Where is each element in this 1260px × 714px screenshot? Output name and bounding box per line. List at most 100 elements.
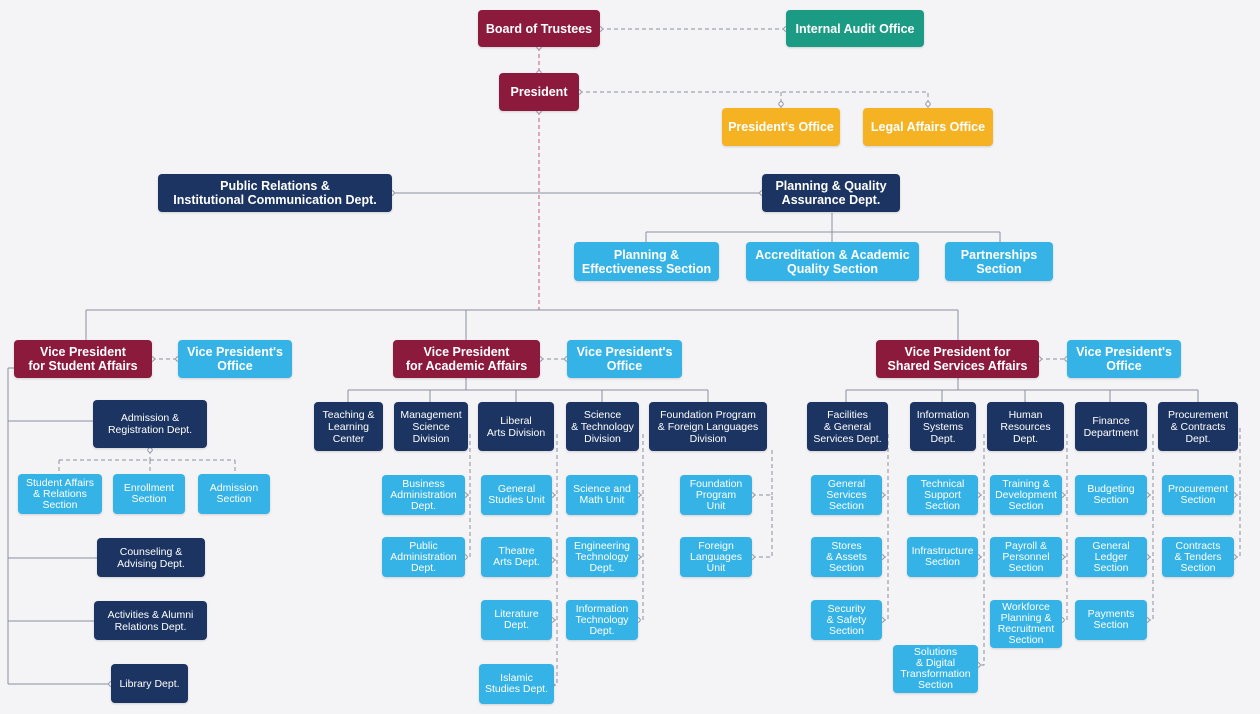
admission-registration-dept-box[interactable]: Admission & Registration Dept.	[93, 400, 207, 448]
information-technology-dept-box[interactable]: Information Technology Dept.	[566, 600, 638, 640]
general-studies-unit-box[interactable]: General Studies Unit	[481, 475, 552, 515]
counseling-advising-dept-box[interactable]: Counseling & Advising Dept.	[97, 538, 205, 577]
vp-student-affairs-box[interactable]: Vice President for Student Affairs	[14, 340, 152, 378]
vp-shared-office-label: Vice President's Office	[1076, 345, 1172, 373]
payroll-personnel-section-label: Payroll & Personnel Section	[1002, 539, 1050, 574]
literature-dept-box[interactable]: Literature Dept.	[481, 600, 552, 640]
business-admin-dept-label: Business Administration Dept.	[390, 477, 457, 512]
budgeting-section-label: Budgeting Section	[1087, 483, 1135, 506]
training-development-section-label: Training & Development Section	[995, 477, 1057, 512]
solutions-digital-section-label: Solutions & Digital Transformation Secti…	[900, 646, 971, 691]
science-technology-division-box[interactable]: Science & Technology Division	[566, 402, 639, 451]
legal-affairs-office-box[interactable]: Legal Affairs Office	[863, 108, 993, 146]
partnerships-section-box[interactable]: Partnerships Section	[945, 242, 1053, 281]
president-label: President	[510, 85, 568, 99]
general-ledger-section-box[interactable]: General Ledger Section	[1075, 537, 1147, 577]
enrollment-section-box[interactable]: Enrollment Section	[113, 474, 185, 514]
vp-student-affairs-label: Vice President for Student Affairs	[28, 345, 138, 373]
information-systems-dept-label: Information Systems Dept.	[916, 408, 970, 445]
library-dept-box[interactable]: Library Dept.	[111, 664, 188, 703]
vp-academic-affairs-box[interactable]: Vice President for Academic Affairs	[393, 340, 540, 378]
islamic-studies-dept-label: Islamic Studies Dept.	[484, 672, 549, 695]
liberal-arts-division-label: Liberal Arts Division	[486, 414, 546, 439]
admission-section-label: Admission Section	[209, 482, 259, 505]
vp-shared-office-box[interactable]: Vice President's Office	[1067, 340, 1181, 378]
planning-effectiveness-section-box[interactable]: Planning & Effectiveness Section	[574, 242, 719, 281]
engineering-technology-dept-box[interactable]: Engineering Technology Dept.	[566, 537, 638, 577]
planning-quality-dept-box[interactable]: Planning & Quality Assurance Dept.	[762, 174, 900, 212]
management-science-division-label: Management Science Division	[400, 408, 462, 445]
foundation-program-unit-box[interactable]: Foundation Program Unit	[680, 475, 752, 515]
information-technology-dept-label: Information Technology Dept.	[575, 602, 629, 637]
business-admin-dept-box[interactable]: Business Administration Dept.	[382, 475, 465, 515]
student-affairs-relations-section-label: Student Affairs & Relations Section	[25, 476, 95, 511]
procurement-section-box[interactable]: Procurement Section	[1162, 475, 1234, 515]
facilities-dept-box[interactable]: Facilities & General Services Dept.	[807, 402, 888, 451]
infrastructure-section-box[interactable]: Infrastructure Section	[907, 537, 978, 577]
science-technology-division-label: Science & Technology Division	[571, 408, 634, 445]
vp-shared-services-label: Vice President for Shared Services Affai…	[887, 345, 1028, 373]
accreditation-section-box[interactable]: Accreditation & Academic Quality Section	[746, 242, 919, 281]
technical-support-section-label: Technical Support Section	[920, 477, 965, 512]
presidents-office-box[interactable]: President's Office	[722, 108, 840, 146]
foreign-languages-unit-label: Foreign Languages Unit	[690, 539, 742, 574]
board-of-trustees-label: Board of Trustees	[485, 21, 593, 36]
vp-student-office-label: Vice President's Office	[187, 345, 283, 373]
activities-alumni-dept-box[interactable]: Activities & Alumni Relations Dept.	[94, 601, 207, 640]
vp-shared-services-box[interactable]: Vice President for Shared Services Affai…	[876, 340, 1039, 378]
vp-student-office-box[interactable]: Vice President's Office	[178, 340, 292, 378]
solutions-digital-section-box[interactable]: Solutions & Digital Transformation Secti…	[893, 645, 978, 693]
internal-audit-office-box[interactable]: Internal Audit Office	[786, 10, 924, 47]
vp-academic-office-box[interactable]: Vice President's Office	[567, 340, 682, 378]
accreditation-section-label: Accreditation & Academic Quality Section	[755, 247, 910, 276]
finance-department-box[interactable]: Finance Department	[1075, 402, 1147, 451]
literature-dept-label: Literature Dept.	[494, 608, 539, 631]
payments-section-label: Payments Section	[1087, 608, 1135, 631]
security-safety-section-box[interactable]: Security & Safety Section	[811, 600, 882, 640]
stores-assets-section-box[interactable]: Stores & Assets Section	[811, 537, 882, 577]
student-affairs-relations-section-box[interactable]: Student Affairs & Relations Section	[18, 474, 102, 514]
partnerships-section-label: Partnerships Section	[960, 247, 1038, 276]
admission-section-box[interactable]: Admission Section	[198, 474, 270, 514]
training-development-section-box[interactable]: Training & Development Section	[990, 475, 1062, 515]
budgeting-section-box[interactable]: Budgeting Section	[1075, 475, 1147, 515]
public-admin-dept-box[interactable]: Public Administration Dept.	[382, 537, 465, 577]
engineering-technology-dept-label: Engineering Technology Dept.	[573, 539, 631, 574]
payments-section-box[interactable]: Payments Section	[1075, 600, 1147, 640]
foreign-languages-unit-box[interactable]: Foreign Languages Unit	[680, 537, 752, 577]
president-box[interactable]: President	[499, 73, 579, 111]
general-services-section-box[interactable]: General Services Section	[811, 475, 882, 515]
workforce-planning-section-box[interactable]: Workforce Planning & Recruitment Section	[990, 600, 1062, 648]
foundation-program-unit-label: Foundation Program Unit	[689, 477, 743, 512]
vp-academic-office-label: Vice President's Office	[576, 345, 673, 373]
science-math-unit-label: Science and Math Unit	[573, 483, 631, 506]
payroll-personnel-section-box[interactable]: Payroll & Personnel Section	[990, 537, 1062, 577]
liberal-arts-division-box[interactable]: Liberal Arts Division	[478, 402, 554, 451]
human-resources-dept-box[interactable]: Human Resources Dept.	[987, 402, 1064, 451]
legal-affairs-office-label: Legal Affairs Office	[870, 120, 986, 134]
foundation-division-box[interactable]: Foundation Program & Foreign Languages D…	[649, 402, 767, 451]
information-systems-dept-box[interactable]: Information Systems Dept.	[910, 402, 976, 451]
admission-registration-dept-label: Admission & Registration Dept.	[107, 412, 193, 436]
workforce-planning-section-label: Workforce Planning & Recruitment Section	[997, 601, 1055, 646]
science-math-unit-box[interactable]: Science and Math Unit	[566, 475, 638, 515]
technical-support-section-box[interactable]: Technical Support Section	[907, 475, 978, 515]
vp-academic-affairs-label: Vice President for Academic Affairs	[405, 345, 528, 373]
contracts-tenders-section-label: Contracts & Tenders Section	[1174, 539, 1222, 574]
foundation-division-label: Foundation Program & Foreign Languages D…	[657, 408, 759, 445]
procurement-contracts-dept-box[interactable]: Procurement & Contracts Dept.	[1158, 402, 1238, 451]
general-services-section-label: General Services Section	[826, 477, 867, 512]
security-safety-section-label: Security & Safety Section	[826, 602, 867, 637]
facilities-dept-label: Facilities & General Services Dept.	[813, 408, 882, 445]
theatre-arts-dept-box[interactable]: Theatre Arts Dept.	[481, 537, 552, 577]
procurement-contracts-dept-label: Procurement & Contracts Dept.	[1167, 408, 1229, 445]
public-relations-dept-label: Public Relations & Institutional Communi…	[173, 179, 377, 207]
teaching-learning-center-box[interactable]: Teaching & Learning Center	[314, 402, 383, 451]
board-of-trustees-box[interactable]: Board of Trustees	[478, 10, 600, 47]
activities-alumni-dept-label: Activities & Alumni Relations Dept.	[107, 608, 194, 633]
public-relations-dept-box[interactable]: Public Relations & Institutional Communi…	[158, 174, 392, 212]
enrollment-section-label: Enrollment Section	[123, 482, 175, 505]
contracts-tenders-section-box[interactable]: Contracts & Tenders Section	[1162, 537, 1234, 577]
islamic-studies-dept-box[interactable]: Islamic Studies Dept.	[479, 664, 554, 704]
management-science-division-box[interactable]: Management Science Division	[394, 402, 468, 451]
